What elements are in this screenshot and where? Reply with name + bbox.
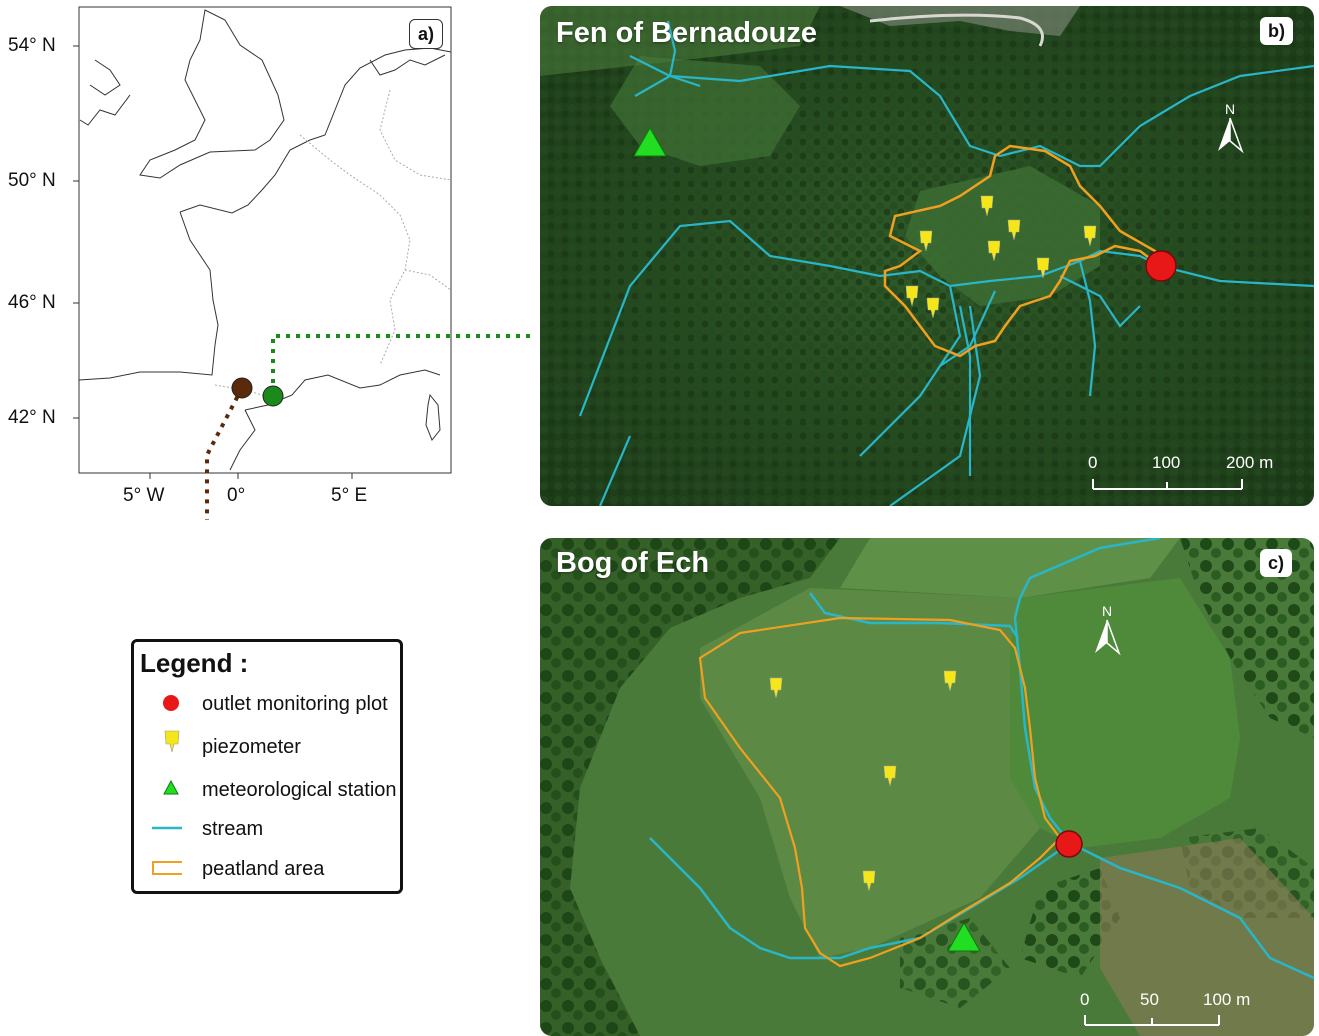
panel-c-tag: c) bbox=[1260, 549, 1293, 577]
overview-map bbox=[73, 6, 532, 520]
scale-c-0: 0 bbox=[1080, 990, 1090, 1009]
bernadouze-title: Fen of Bernadouze bbox=[556, 17, 818, 49]
scale-c-50: 50 bbox=[1140, 990, 1159, 1009]
scale-bar-b bbox=[1092, 479, 1243, 490]
lon-label-0: 0° bbox=[227, 485, 246, 506]
piezometer-icon bbox=[926, 297, 940, 319]
ech-title: Bog of Ech bbox=[556, 547, 710, 579]
piezometer-icon bbox=[1036, 257, 1050, 279]
outlet-icon bbox=[1145, 250, 1177, 282]
ech-site-marker bbox=[231, 377, 253, 399]
piezometer-icon bbox=[769, 677, 783, 699]
piezometer-icon bbox=[919, 230, 933, 252]
scale-bar-c bbox=[1084, 1015, 1220, 1026]
lat-label-42: 42° N bbox=[8, 407, 56, 428]
piezometer-icon bbox=[943, 670, 957, 692]
bernadouze-map: N bbox=[540, 6, 1314, 506]
country-borders bbox=[214, 89, 451, 399]
piezometer-icon bbox=[883, 765, 897, 787]
panel-a-tag: a) bbox=[409, 19, 444, 49]
streams-b bbox=[578, 20, 1314, 506]
scale-c-100: 100 m bbox=[1203, 990, 1251, 1009]
legend-item-station: meteorological station bbox=[202, 779, 397, 801]
legend-title: Legend : bbox=[140, 648, 249, 678]
lat-label-50: 50° N bbox=[8, 170, 56, 191]
bernadouze-site-marker bbox=[262, 385, 284, 407]
legend-item-piezometer: piezometer bbox=[202, 736, 301, 758]
peatland-outline-b bbox=[883, 144, 1163, 358]
lat-label-54: 54° N bbox=[8, 35, 56, 56]
piezometers-b bbox=[905, 195, 1097, 319]
svg-text:N: N bbox=[1102, 603, 1112, 619]
piezometer-icon bbox=[1083, 225, 1097, 247]
legend-item-stream: stream bbox=[202, 818, 264, 840]
ech-map: N bbox=[540, 538, 1314, 1036]
legend-item-outlet: outlet monitoring plot bbox=[202, 693, 388, 715]
outlet-icon bbox=[1055, 830, 1083, 858]
piezometer-icon bbox=[987, 240, 1001, 262]
piezometer-icon bbox=[980, 195, 994, 217]
meteorological-station-icon bbox=[947, 921, 981, 952]
meteorological-station-icon bbox=[633, 126, 667, 157]
peatland-outline-c bbox=[698, 616, 1062, 968]
panel-b-tag: b) bbox=[1260, 17, 1293, 45]
legend-item-peatland: peatland area bbox=[202, 858, 325, 880]
red-circle-icon bbox=[163, 695, 179, 711]
piezometer-icon bbox=[1007, 219, 1021, 241]
piezometers-c bbox=[769, 670, 957, 892]
scale-b-0: 0 bbox=[1088, 453, 1098, 472]
axis-ticks bbox=[73, 45, 353, 479]
yellow-pin-icon bbox=[164, 730, 180, 752]
piezometer-icon bbox=[905, 285, 919, 307]
orange-outline-icon bbox=[152, 861, 182, 875]
lat-label-46: 46° N bbox=[8, 292, 56, 313]
north-arrow-icon: N bbox=[1218, 101, 1244, 154]
legend-box: Legend : outlet monitoring plot piezomet… bbox=[131, 639, 403, 894]
scale-b-100: 100 bbox=[1152, 453, 1181, 472]
svg-text:N: N bbox=[1225, 101, 1235, 117]
green-triangle-icon bbox=[163, 779, 179, 795]
coastlines bbox=[79, 9, 451, 471]
scale-b-200: 200 m bbox=[1226, 453, 1274, 472]
cyan-line-icon bbox=[152, 826, 182, 830]
lon-label-5w: 5° W bbox=[123, 485, 165, 506]
lon-label-5e: 5° E bbox=[331, 485, 368, 506]
piezometer-icon bbox=[862, 870, 876, 892]
north-arrow-icon: N bbox=[1095, 603, 1121, 656]
